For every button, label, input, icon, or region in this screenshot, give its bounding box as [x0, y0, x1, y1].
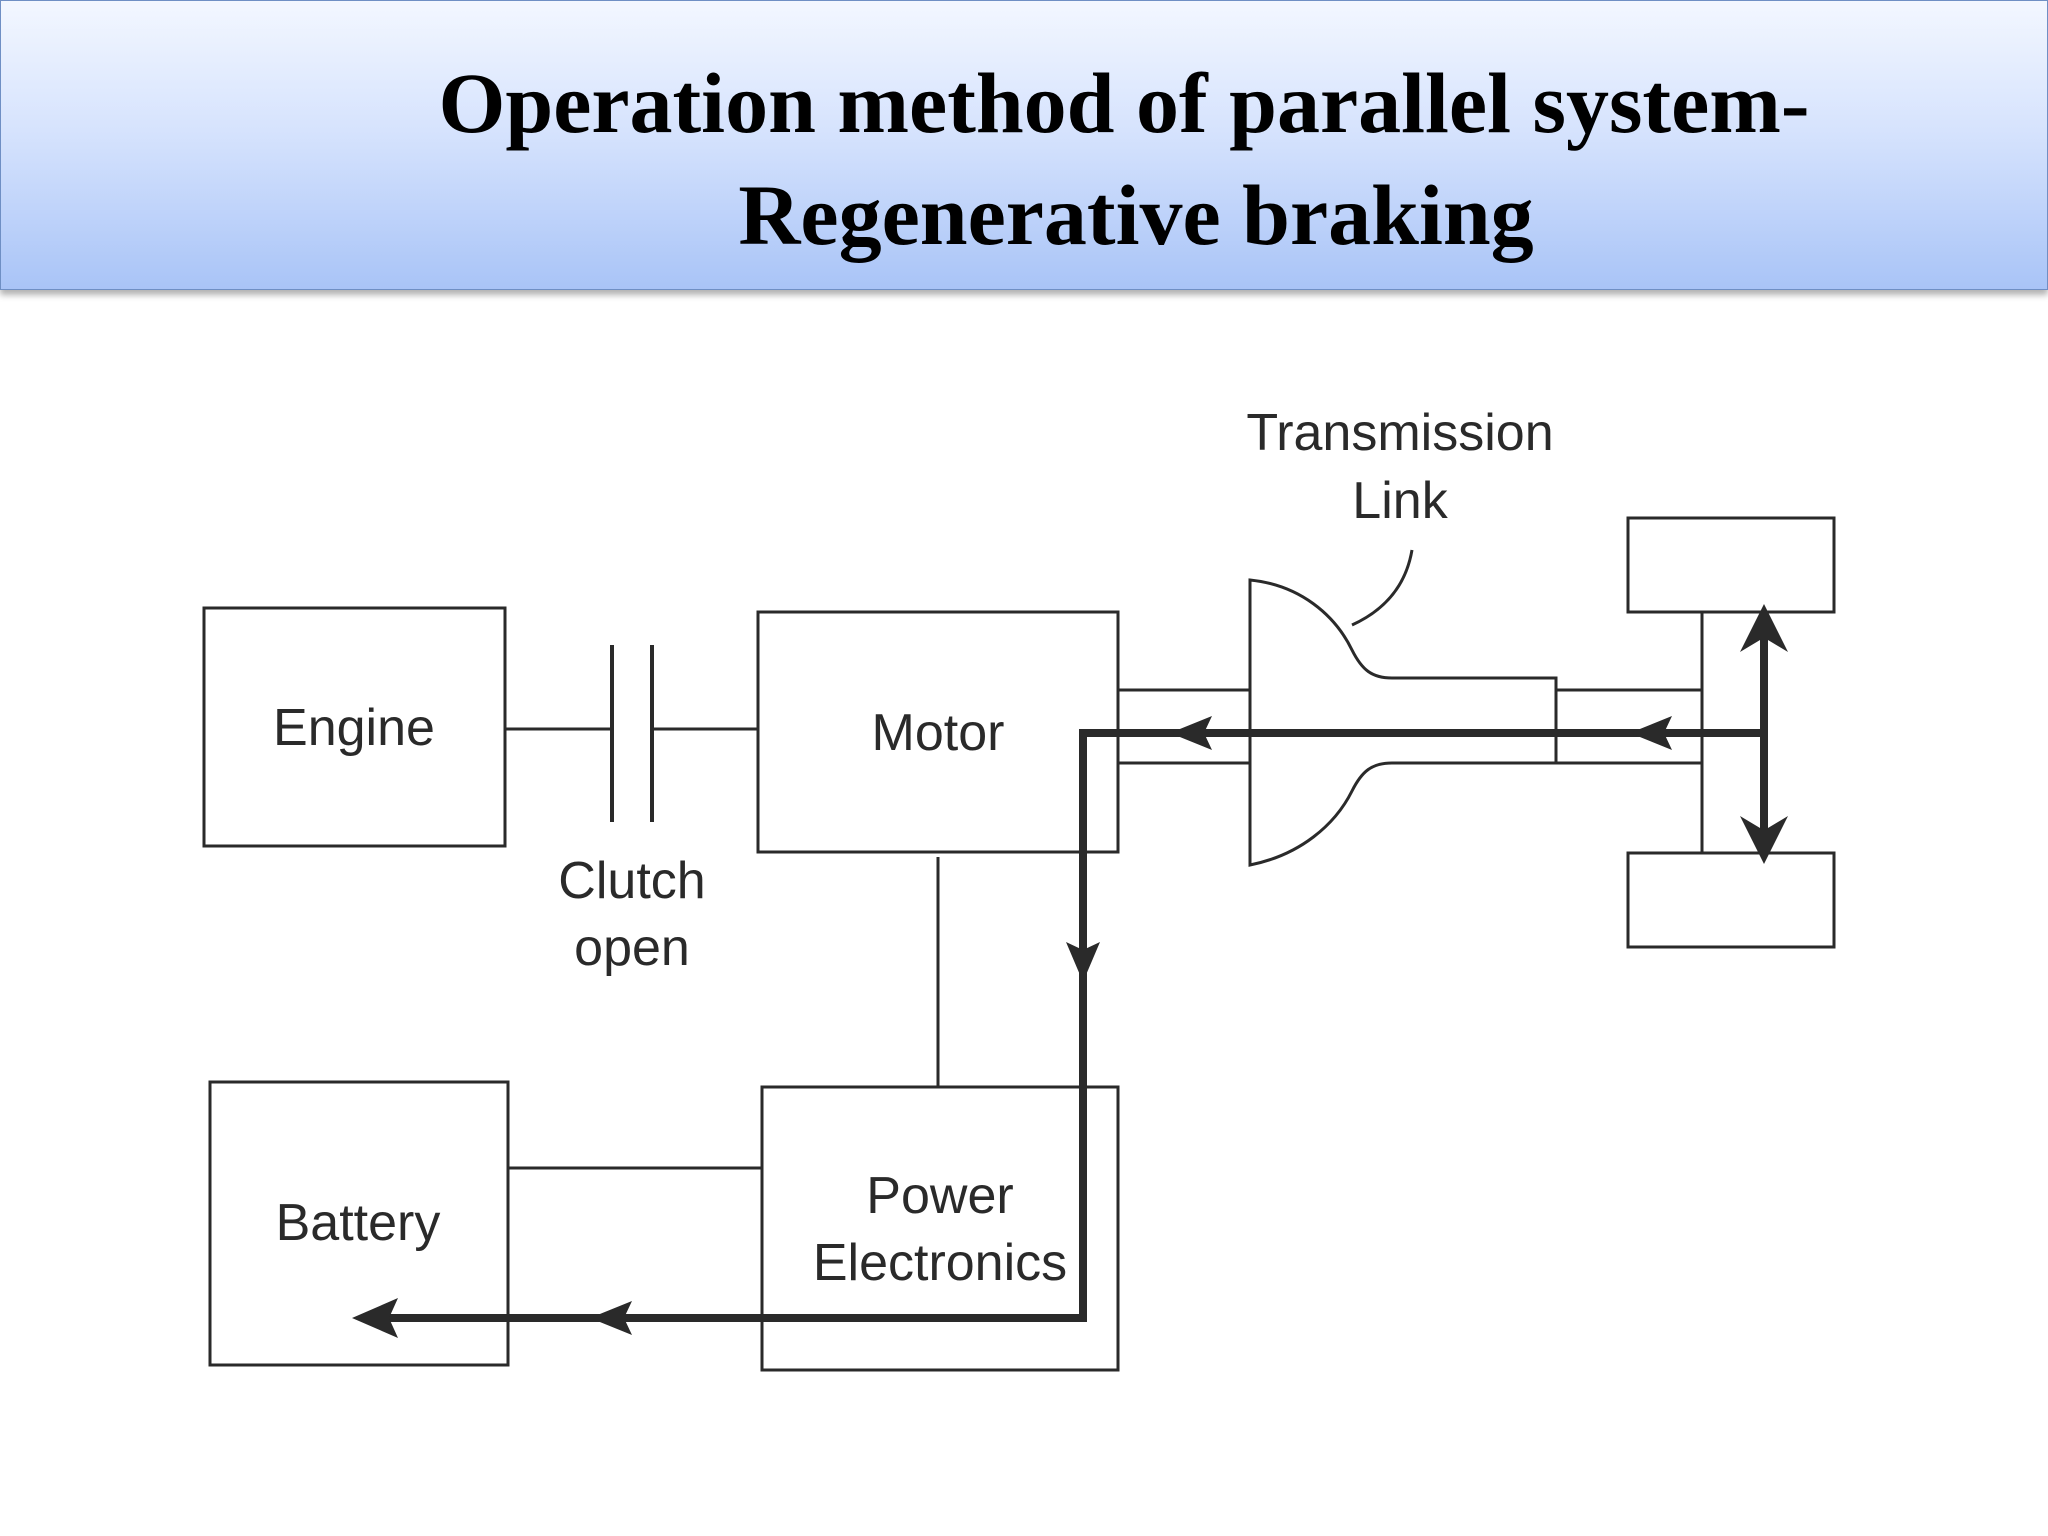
- power-flow: [375, 604, 1788, 1322]
- flow-arrowheads: [352, 716, 1672, 1338]
- battery-label: Battery: [276, 1194, 441, 1252]
- power-electronics-label-line1: Power: [866, 1167, 1013, 1225]
- transmission-label-line2: Link: [1352, 472, 1448, 530]
- arrow-from-wheel: [1630, 716, 1672, 750]
- arrow-into-motor: [1170, 716, 1212, 750]
- arrow-into-battery: [352, 1298, 398, 1338]
- engine-label: Engine: [273, 699, 435, 757]
- title-line-1: Operation method of parallel system-: [438, 55, 1810, 151]
- page-title: Operation method of parallel system- Reg…: [201, 47, 2047, 271]
- clutch-label-line1: Clutch: [558, 852, 705, 910]
- title-bar: Operation method of parallel system- Reg…: [0, 0, 2048, 290]
- regen-flow-path: [375, 729, 1764, 1322]
- clutch-label-line2: open: [574, 919, 690, 977]
- wheel-top: [1626, 516, 1836, 614]
- arrow-down-to-power-electronics: [1066, 942, 1100, 982]
- motor-block: [756, 610, 1120, 854]
- transmission-link-shape: [1248, 578, 1558, 867]
- motor-label: Motor: [872, 704, 1005, 762]
- transmission-leader-line: [1351, 549, 1414, 627]
- wheel-bottom: [1626, 851, 1836, 949]
- connection-lines: [505, 549, 1704, 1170]
- arrow-toward-battery-mid: [590, 1301, 632, 1335]
- title-line-2: Regenerative braking: [738, 167, 1534, 263]
- blocks: [202, 516, 1836, 1372]
- engine-block: [202, 606, 507, 848]
- transmission-label-line1: Transmission: [1246, 404, 1553, 462]
- power-electronics-block: [760, 1085, 1120, 1372]
- power-electronics-label-line2: Electronics: [813, 1234, 1067, 1292]
